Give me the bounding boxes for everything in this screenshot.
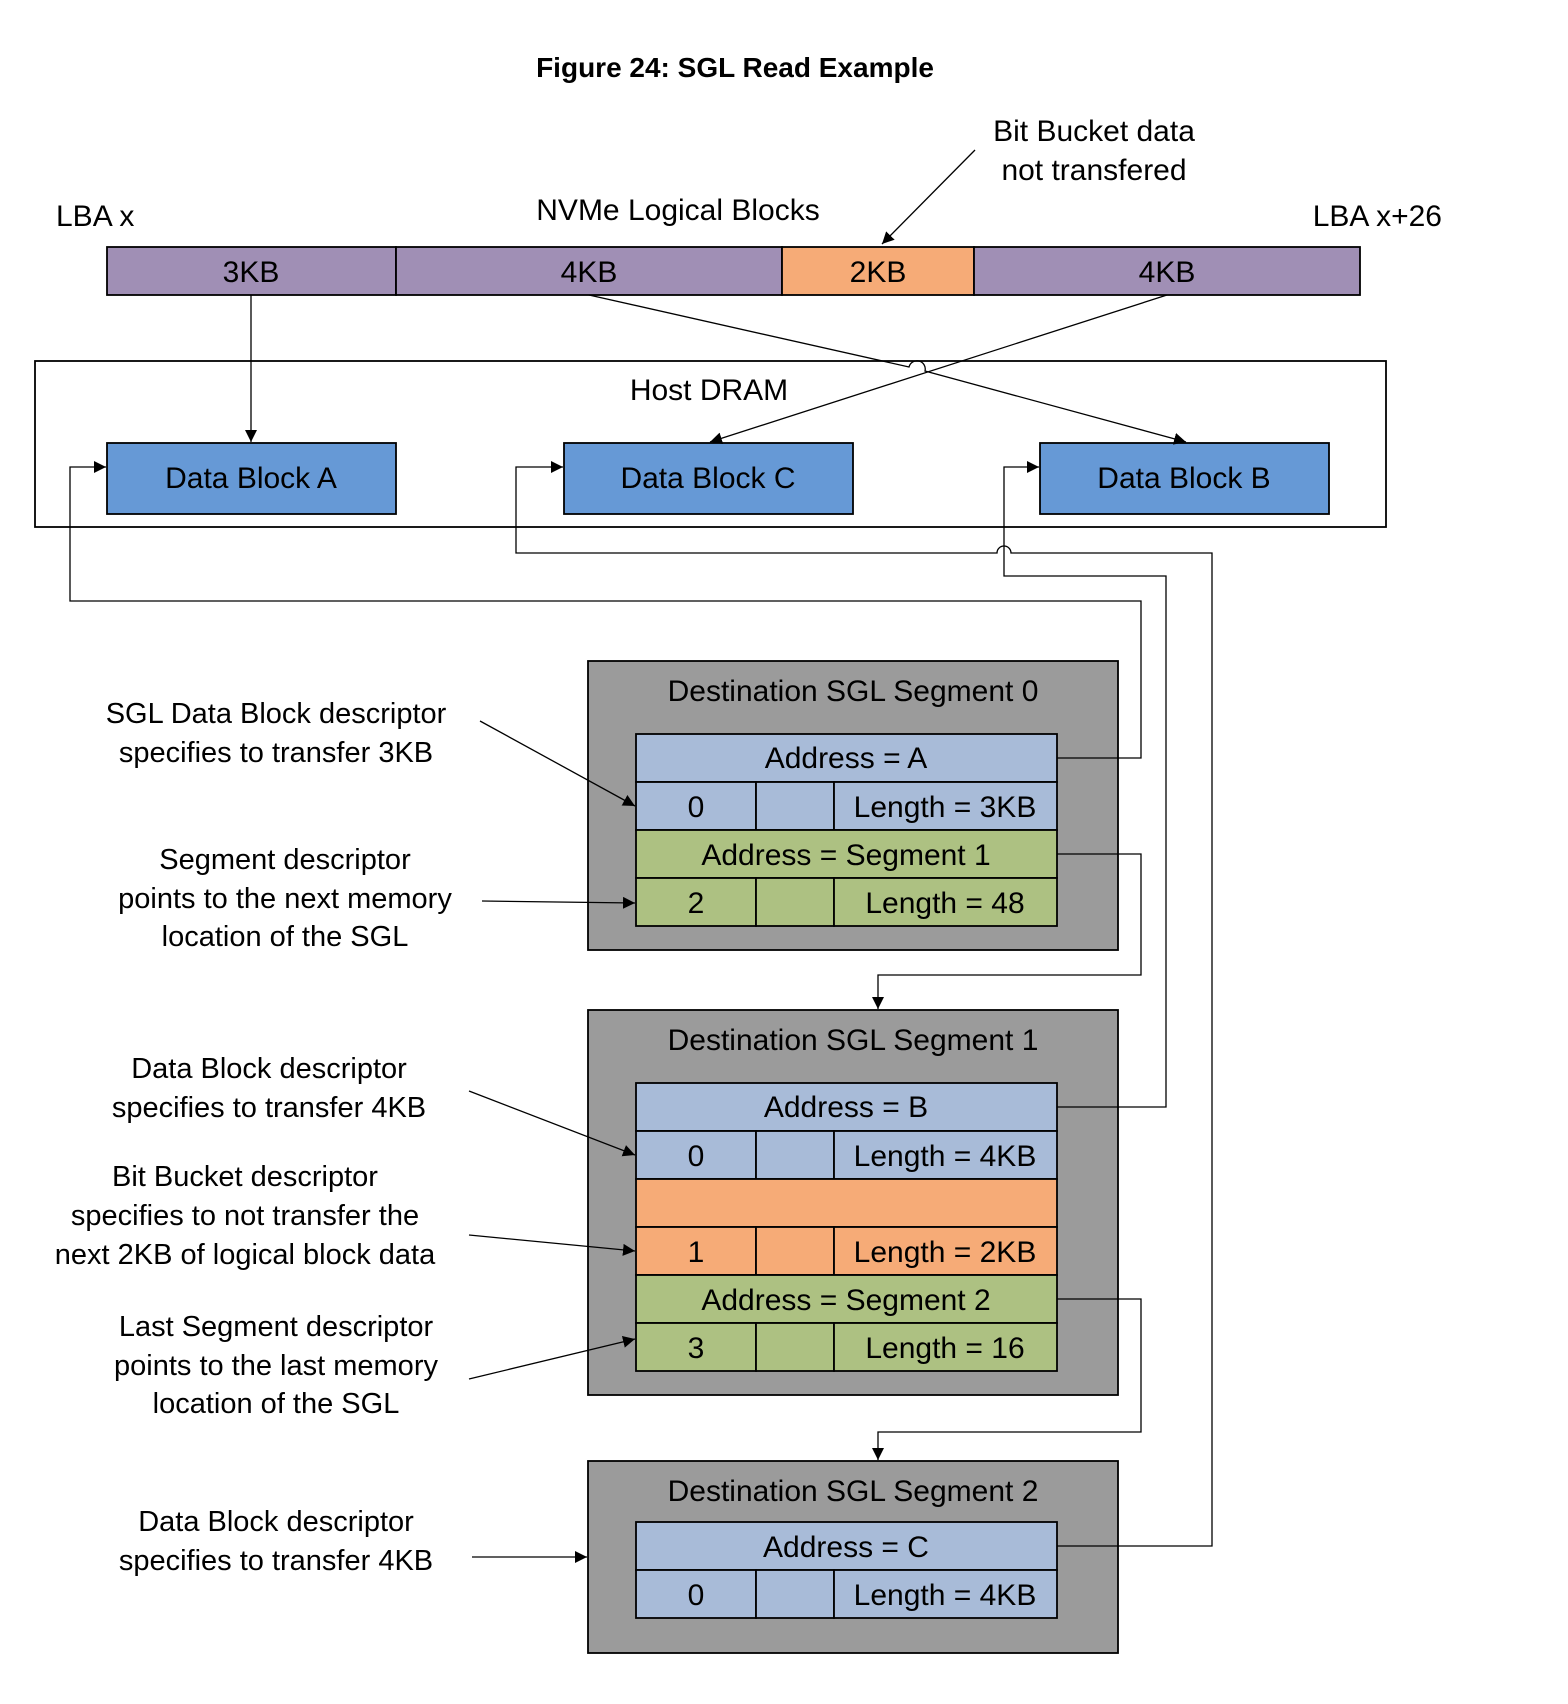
lba-block-3-label: 2KB	[850, 256, 907, 289]
note-4-line-1: Bit Bucket descriptor	[112, 1161, 378, 1193]
seg1-row0-address	[635, 1082, 1058, 1132]
segment-0-title: Destination SGL Segment 0	[668, 675, 1039, 708]
seg1-row0-address-text: Address = B	[764, 1091, 928, 1124]
seg1-row0-type-cell	[635, 1130, 757, 1180]
seg2-row0-length: Length = 4KB	[854, 1579, 1037, 1612]
note-1-line-2: specifies to transfer 3KB	[119, 737, 433, 769]
note-6-line-2: specifies to transfer 4KB	[119, 1545, 433, 1577]
note-3-line-1: Data Block descriptor	[131, 1053, 407, 1085]
seg1-row1-reserved-cell	[755, 1226, 835, 1276]
seg1-row2-length-cell	[833, 1322, 1058, 1372]
arrow-4kb-to-c	[709, 294, 1168, 445]
lba-block-2	[395, 246, 783, 296]
segment-2-title: Destination SGL Segment 2	[668, 1475, 1039, 1508]
seg1-row2-type: 3	[688, 1332, 705, 1365]
lba-block-1	[106, 246, 397, 296]
lba-block-bit-bucket	[781, 246, 975, 296]
note-1-line-1: SGL Data Block descriptor	[106, 698, 447, 730]
seg0-row1-type-cell	[635, 877, 757, 927]
data-block-b	[1039, 442, 1330, 515]
lba-block-4-label: 4KB	[1139, 256, 1196, 289]
bit-bucket-note-line-1: Bit Bucket data	[993, 115, 1195, 148]
data-block-c	[563, 442, 854, 515]
note-2-line-1: Segment descriptor	[159, 844, 411, 876]
figure-title: Figure 24: SGL Read Example	[536, 52, 934, 83]
seg1-row2-address	[635, 1274, 1058, 1324]
note-4-line-3: next 2KB of logical block data	[55, 1239, 436, 1271]
lba-block-2-label: 4KB	[561, 256, 618, 289]
seg1-row0-length-cell	[833, 1130, 1058, 1180]
arrow-4kb-to-b	[588, 294, 1187, 445]
note-4-arrow	[468, 1234, 636, 1256]
data-block-a	[106, 442, 397, 515]
seg0-row1-address-text: Address = Segment 1	[701, 839, 990, 872]
note-1-arrow	[479, 720, 636, 807]
data-block-a-label: Data Block A	[165, 462, 337, 495]
note-2-line-3: location of the SGL	[162, 921, 409, 953]
note-5-arrow	[468, 1335, 636, 1380]
seg2-row0-address-text: Address = C	[763, 1531, 929, 1564]
connector-address-b-to-block-b	[1003, 461, 1167, 1108]
seg1-row1-bit-bucket-address	[635, 1178, 1058, 1228]
note-3-arrow	[468, 1090, 636, 1157]
seg0-row1-type: 2	[688, 887, 705, 920]
lba-heading: NVMe Logical Blocks	[536, 194, 819, 227]
lba-block-4	[973, 246, 1361, 296]
note-5-line-2: points to the last memory	[114, 1350, 438, 1382]
note-6-line-1: Data Block descriptor	[138, 1506, 414, 1538]
seg0-row1-reserved-cell	[755, 877, 835, 927]
note-2-arrow	[481, 896, 636, 909]
seg1-row0-reserved-cell	[755, 1130, 835, 1180]
lba-block-1-label: 3KB	[223, 256, 280, 289]
seg0-row1-length-cell	[833, 877, 1058, 927]
seg0-row1-address	[635, 829, 1058, 879]
note-3-line-2: specifies to transfer 4KB	[112, 1092, 426, 1124]
seg1-row1-length-cell	[833, 1226, 1058, 1276]
seg0-row1-length: Length = 48	[865, 887, 1024, 920]
seg0-row0-length-cell	[833, 781, 1058, 831]
seg0-row0-address	[635, 733, 1058, 783]
lba-end-label: LBA x+26	[1313, 200, 1442, 233]
data-block-b-label: Data Block B	[1097, 462, 1270, 495]
seg2-row0-reserved-cell	[755, 1569, 835, 1619]
seg1-row2-reserved-cell	[755, 1322, 835, 1372]
note-5-line-1: Last Segment descriptor	[119, 1311, 434, 1343]
seg2-row0-address	[635, 1521, 1058, 1571]
segment-1-title: Destination SGL Segment 1	[668, 1024, 1039, 1057]
seg1-row0-type: 0	[688, 1140, 705, 1173]
note-5-line-3: location of the SGL	[153, 1388, 400, 1420]
note-4-line-2: specifies to not transfer the	[71, 1200, 419, 1232]
connector-segment-2-pointer	[872, 1298, 1142, 1460]
connector-address-a-to-block-a	[69, 461, 1142, 759]
seg0-row0-address-text: Address = A	[765, 742, 928, 775]
seg0-row0-length: Length = 3KB	[854, 791, 1037, 824]
seg0-row0-reserved-cell	[755, 781, 835, 831]
seg1-row0-length: Length = 4KB	[854, 1140, 1037, 1173]
seg2-row0-length-cell	[833, 1569, 1058, 1619]
seg1-row1-length: Length = 2KB	[854, 1236, 1037, 1269]
seg1-row2-type-cell	[635, 1322, 757, 1372]
seg1-row2-length: Length = 16	[865, 1332, 1024, 1365]
host-dram-label: Host DRAM	[630, 374, 788, 407]
bit-bucket-note-arrow	[881, 149, 976, 245]
seg2-row0-type: 0	[688, 1579, 705, 1612]
seg0-row0-type: 0	[688, 791, 705, 824]
seg1-row2-address-text: Address = Segment 2	[701, 1284, 990, 1317]
data-block-c-label: Data Block C	[620, 462, 795, 495]
lba-start-label: LBA x	[56, 200, 134, 233]
bit-bucket-note-line-2: not transfered	[1001, 154, 1186, 187]
connector-address-c-to-block-c	[515, 461, 1213, 1547]
connector-segment-1-pointer	[872, 853, 1142, 1009]
note-2-line-2: points to the next memory	[118, 883, 452, 915]
seg1-row1-type: 1	[688, 1236, 705, 1269]
